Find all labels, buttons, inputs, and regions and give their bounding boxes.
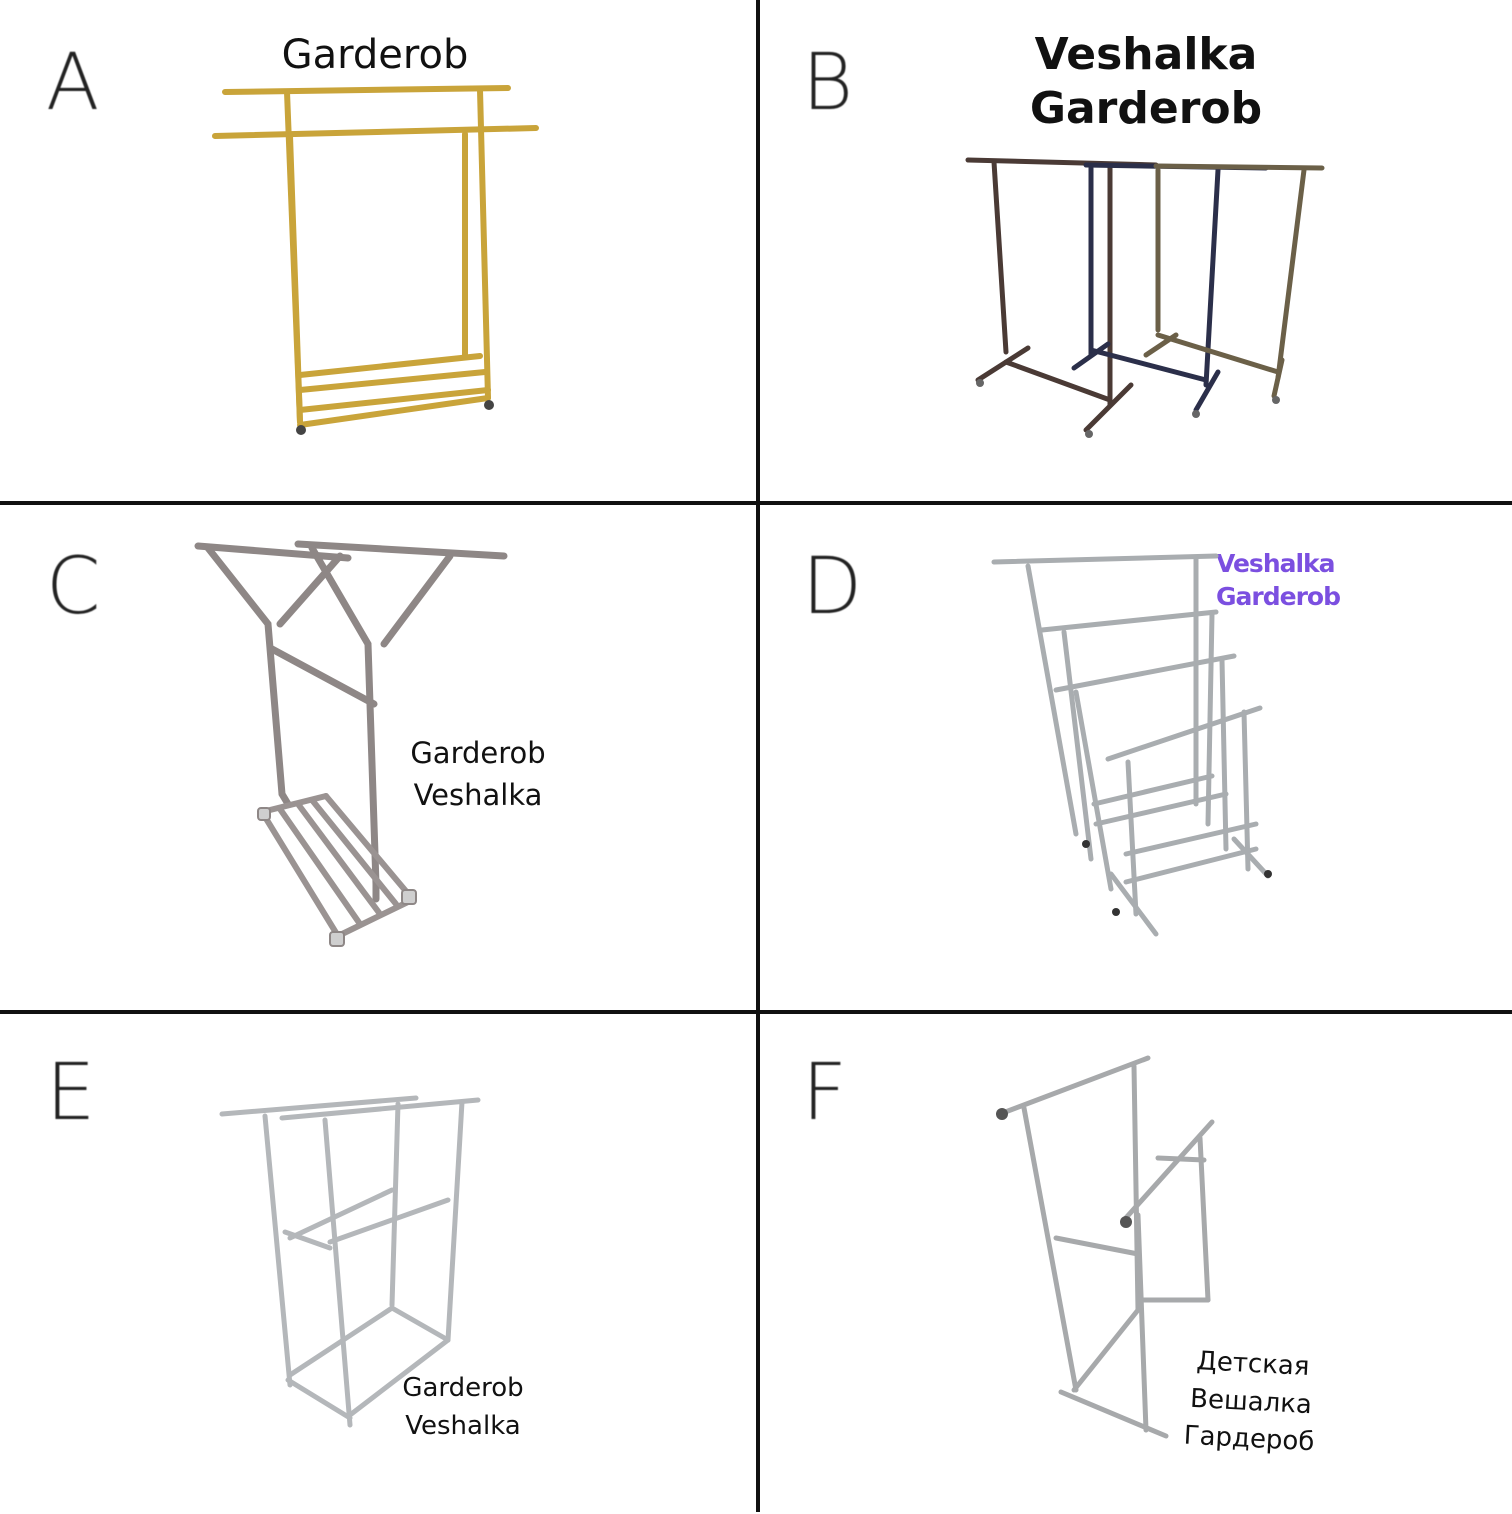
caption-line: Garderob xyxy=(1029,82,1263,134)
panel-d: D Veshalka Garderob xyxy=(756,504,1512,1008)
panel-a: A Garderob xyxy=(0,0,756,504)
rack-image xyxy=(212,85,539,435)
horizontal-divider xyxy=(0,1010,1512,1014)
vertical-divider xyxy=(756,0,760,1512)
rack-image xyxy=(996,1055,1215,1439)
panel-caption: Veshalka Garderob xyxy=(1216,548,1341,613)
caption-line: Veshalka xyxy=(413,778,543,813)
panel-letter: A xyxy=(46,38,100,128)
rack-image xyxy=(194,540,508,947)
caption-line: Garderob xyxy=(410,736,546,770)
panel-caption: Garderob Veshalka xyxy=(388,1370,538,1445)
caption-line: Veshalka xyxy=(405,1410,521,1441)
panel-caption: Garderob Veshalka xyxy=(388,732,568,816)
caption-line: Veshalka xyxy=(1216,549,1336,578)
rack-image xyxy=(991,553,1272,937)
caption-line: Garderob xyxy=(402,1373,524,1403)
panel-letter: E xyxy=(46,1048,96,1138)
panel-letter: C xyxy=(46,542,101,632)
rack-image xyxy=(219,1095,481,1428)
panel-f: F Детская Вешалка Гардероб xyxy=(756,1010,1512,1514)
panel-c: C Garderob Veshalka xyxy=(0,504,756,1008)
panel-letter: F xyxy=(802,1048,847,1138)
panel-b: B Veshalka Garderob xyxy=(756,0,1512,504)
panel-caption: Garderob xyxy=(230,32,520,78)
panel-letter: B xyxy=(802,38,854,128)
caption-line: Garderob xyxy=(1216,581,1341,611)
panel-e: E Garderob Veshalka xyxy=(0,1010,756,1514)
horizontal-divider xyxy=(0,501,1512,505)
caption-line: Veshalka xyxy=(1034,29,1258,80)
panel-letter: D xyxy=(802,542,863,632)
panel-caption: Veshalka Garderob xyxy=(986,28,1306,135)
caption-line: Garderob xyxy=(281,32,469,78)
rack-image xyxy=(965,157,1325,438)
